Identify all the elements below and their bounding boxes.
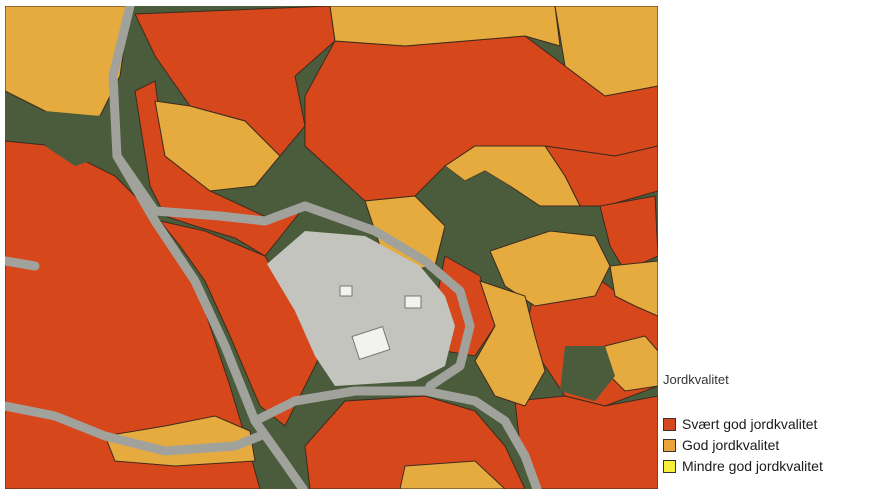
field-parcel-good xyxy=(474,280,546,407)
field-parcel-good xyxy=(554,6,658,97)
legend-swatch xyxy=(663,438,676,452)
legend-title: Jordkvalitet xyxy=(663,372,729,387)
field-parcel-good xyxy=(489,230,611,307)
field-parcel-good xyxy=(154,100,281,192)
field-parcel-good xyxy=(104,415,256,467)
field-parcel-good xyxy=(399,460,506,489)
tree-belt xyxy=(560,346,615,401)
tree-belt xyxy=(45,111,105,166)
road xyxy=(5,401,265,456)
legend-item-very-good: Svært god jordkvalitet xyxy=(663,415,817,433)
legend-swatch xyxy=(663,459,676,473)
field-parcel-good xyxy=(609,260,658,317)
legend-swatch xyxy=(663,417,676,431)
tree-belt xyxy=(445,166,510,276)
building xyxy=(404,295,422,309)
road xyxy=(112,151,475,391)
legend-label: God jordkvalitet xyxy=(682,437,780,453)
map-view[interactable] xyxy=(5,6,658,489)
road xyxy=(5,256,40,271)
field-parcel-very-good xyxy=(5,140,261,489)
building xyxy=(351,326,391,360)
road xyxy=(250,386,542,489)
gravel-site xyxy=(267,231,455,386)
building xyxy=(339,285,353,297)
field-parcel-good xyxy=(329,6,561,47)
legend-item-good: God jordkvalitet xyxy=(663,436,779,454)
legend-label: Mindre god jordkvalitet xyxy=(682,458,823,474)
map-legend: Jordkvalitet Svært god jordkvalitet God … xyxy=(662,372,877,492)
legend-label: Svært god jordkvalitet xyxy=(682,416,818,432)
legend-item-less-good: Mindre god jordkvalitet xyxy=(663,457,823,475)
road xyxy=(108,6,308,489)
soil-quality-map xyxy=(5,6,658,489)
